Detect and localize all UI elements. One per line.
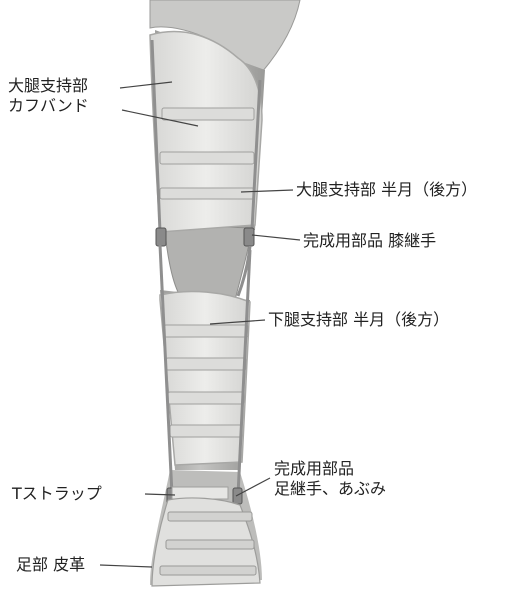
lower-leg-brace bbox=[160, 291, 250, 465]
leader-foot-leather bbox=[100, 565, 152, 567]
shoe-straps bbox=[160, 512, 256, 575]
label-thigh-half-moon: 大腿支持部 半月（後方） bbox=[296, 180, 477, 200]
label-t-strap: Tストラップ bbox=[12, 484, 102, 504]
label-knee-joint: 完成用部品 膝継手 bbox=[303, 231, 436, 251]
label-thigh-cuff: 大腿支持部 カフバンド bbox=[8, 76, 89, 116]
label-lower-leg-half-moon: 下腿支持部 半月（後方） bbox=[268, 310, 449, 330]
label-ankle-joint: 完成用部品 足継手、あぶみ bbox=[274, 459, 386, 499]
leader-knee-joint bbox=[252, 235, 300, 240]
label-foot-leather: 足部 皮革 bbox=[16, 555, 85, 575]
knee bbox=[165, 225, 252, 300]
